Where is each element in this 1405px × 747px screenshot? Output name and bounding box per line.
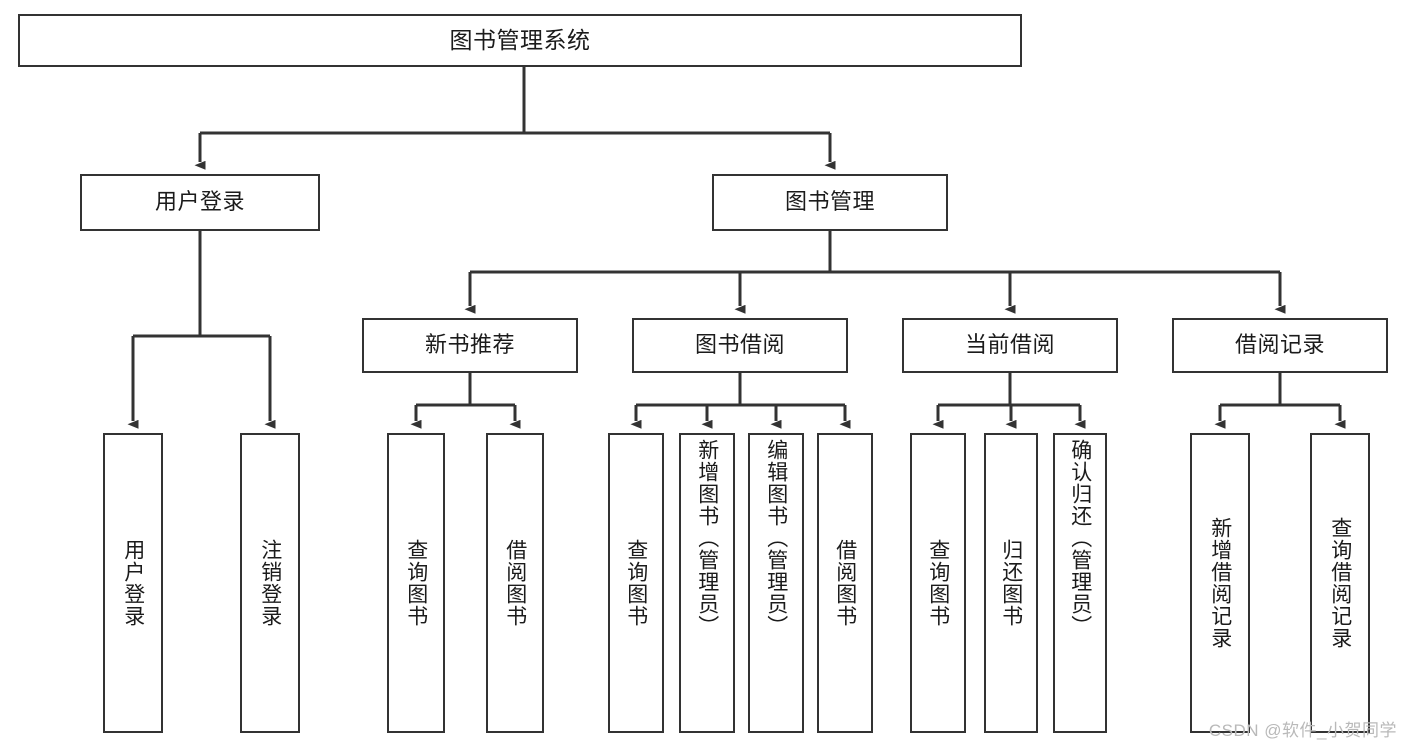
- node-book-management[interactable]: 图书管理: [712, 174, 948, 231]
- leaf-query-book-current[interactable]: 查询图书: [910, 433, 966, 733]
- leaf-query-book-borrow-label: 查询图书: [624, 539, 648, 627]
- leaf-query-borrow-record-label: 查询借阅记录: [1328, 517, 1352, 649]
- leaf-user-login-label: 用户登录: [121, 539, 145, 627]
- node-book-borrow[interactable]: 图书借阅: [632, 318, 848, 373]
- leaf-return-book[interactable]: 归还图书: [984, 433, 1038, 733]
- node-root-label: 图书管理系统: [449, 26, 591, 53]
- leaf-text-wrap: 新增借阅记录: [1192, 435, 1248, 731]
- leaf-logout-label: 注销登录: [258, 539, 282, 627]
- leaf-edit-book-admin-label: 编辑图书（管理员）: [764, 439, 788, 637]
- leaf-query-book-current-label: 查询图书: [926, 539, 950, 627]
- leaf-query-book-borrow[interactable]: 查询图书: [608, 433, 664, 733]
- leaf-confirm-return-admin-label: 确认归还（管理员）: [1068, 439, 1092, 637]
- node-borrow-record[interactable]: 借阅记录: [1172, 318, 1388, 373]
- leaf-borrow-book-recommend-label: 借阅图书: [503, 539, 527, 627]
- leaf-query-book-recommend-label: 查询图书: [404, 539, 428, 627]
- node-root[interactable]: 图书管理系统: [18, 14, 1022, 67]
- csdn-watermark: CSDN @软件_小贺同学: [1208, 721, 1397, 740]
- leaf-text-wrap: 归还图书: [986, 435, 1036, 731]
- leaf-confirm-return-admin[interactable]: 确认归还（管理员）: [1053, 433, 1107, 733]
- leaf-user-login[interactable]: 用户登录: [103, 433, 163, 733]
- leaf-borrow-book[interactable]: 借阅图书: [817, 433, 873, 733]
- leaf-text-wrap: 注销登录: [242, 435, 298, 731]
- leaf-text-wrap: 查询借阅记录: [1312, 435, 1368, 731]
- leaf-add-book-admin[interactable]: 新增图书（管理员）: [679, 433, 735, 733]
- node-current-borrow-label: 当前借阅: [964, 332, 1055, 358]
- leaf-text-wrap: 查询图书: [912, 435, 964, 731]
- leaf-text-wrap: 用户登录: [105, 435, 161, 731]
- node-new-book-recommend[interactable]: 新书推荐: [362, 318, 578, 373]
- node-user-login-label: 用户登录: [154, 189, 245, 215]
- node-new-book-recommend-label: 新书推荐: [424, 332, 515, 358]
- leaf-logout[interactable]: 注销登录: [240, 433, 300, 733]
- leaf-text-wrap: 借阅图书: [819, 435, 871, 731]
- leaf-borrow-book-recommend[interactable]: 借阅图书: [486, 433, 544, 733]
- leaf-query-book-recommend[interactable]: 查询图书: [387, 433, 445, 733]
- leaf-add-book-admin-label: 新增图书（管理员）: [695, 439, 719, 637]
- leaf-text-wrap: 编辑图书（管理员）: [750, 435, 802, 731]
- leaf-query-borrow-record[interactable]: 查询借阅记录: [1310, 433, 1370, 733]
- node-book-borrow-label: 图书借阅: [694, 332, 785, 358]
- leaf-text-wrap: 查询图书: [389, 435, 443, 731]
- leaf-text-wrap: 新增图书（管理员）: [681, 435, 733, 731]
- node-borrow-record-label: 借阅记录: [1234, 332, 1325, 358]
- leaf-text-wrap: 借阅图书: [488, 435, 542, 731]
- leaf-add-borrow-record-label: 新增借阅记录: [1208, 517, 1232, 649]
- leaf-add-borrow-record[interactable]: 新增借阅记录: [1190, 433, 1250, 733]
- node-current-borrow[interactable]: 当前借阅: [902, 318, 1118, 373]
- leaf-borrow-book-label: 借阅图书: [833, 539, 857, 627]
- node-user-login[interactable]: 用户登录: [80, 174, 320, 231]
- leaf-edit-book-admin[interactable]: 编辑图书（管理员）: [748, 433, 804, 733]
- leaf-text-wrap: 确认归还（管理员）: [1055, 435, 1105, 731]
- leaf-return-book-label: 归还图书: [999, 539, 1023, 627]
- leaf-text-wrap: 查询图书: [610, 435, 662, 731]
- node-book-management-label: 图书管理: [784, 189, 875, 215]
